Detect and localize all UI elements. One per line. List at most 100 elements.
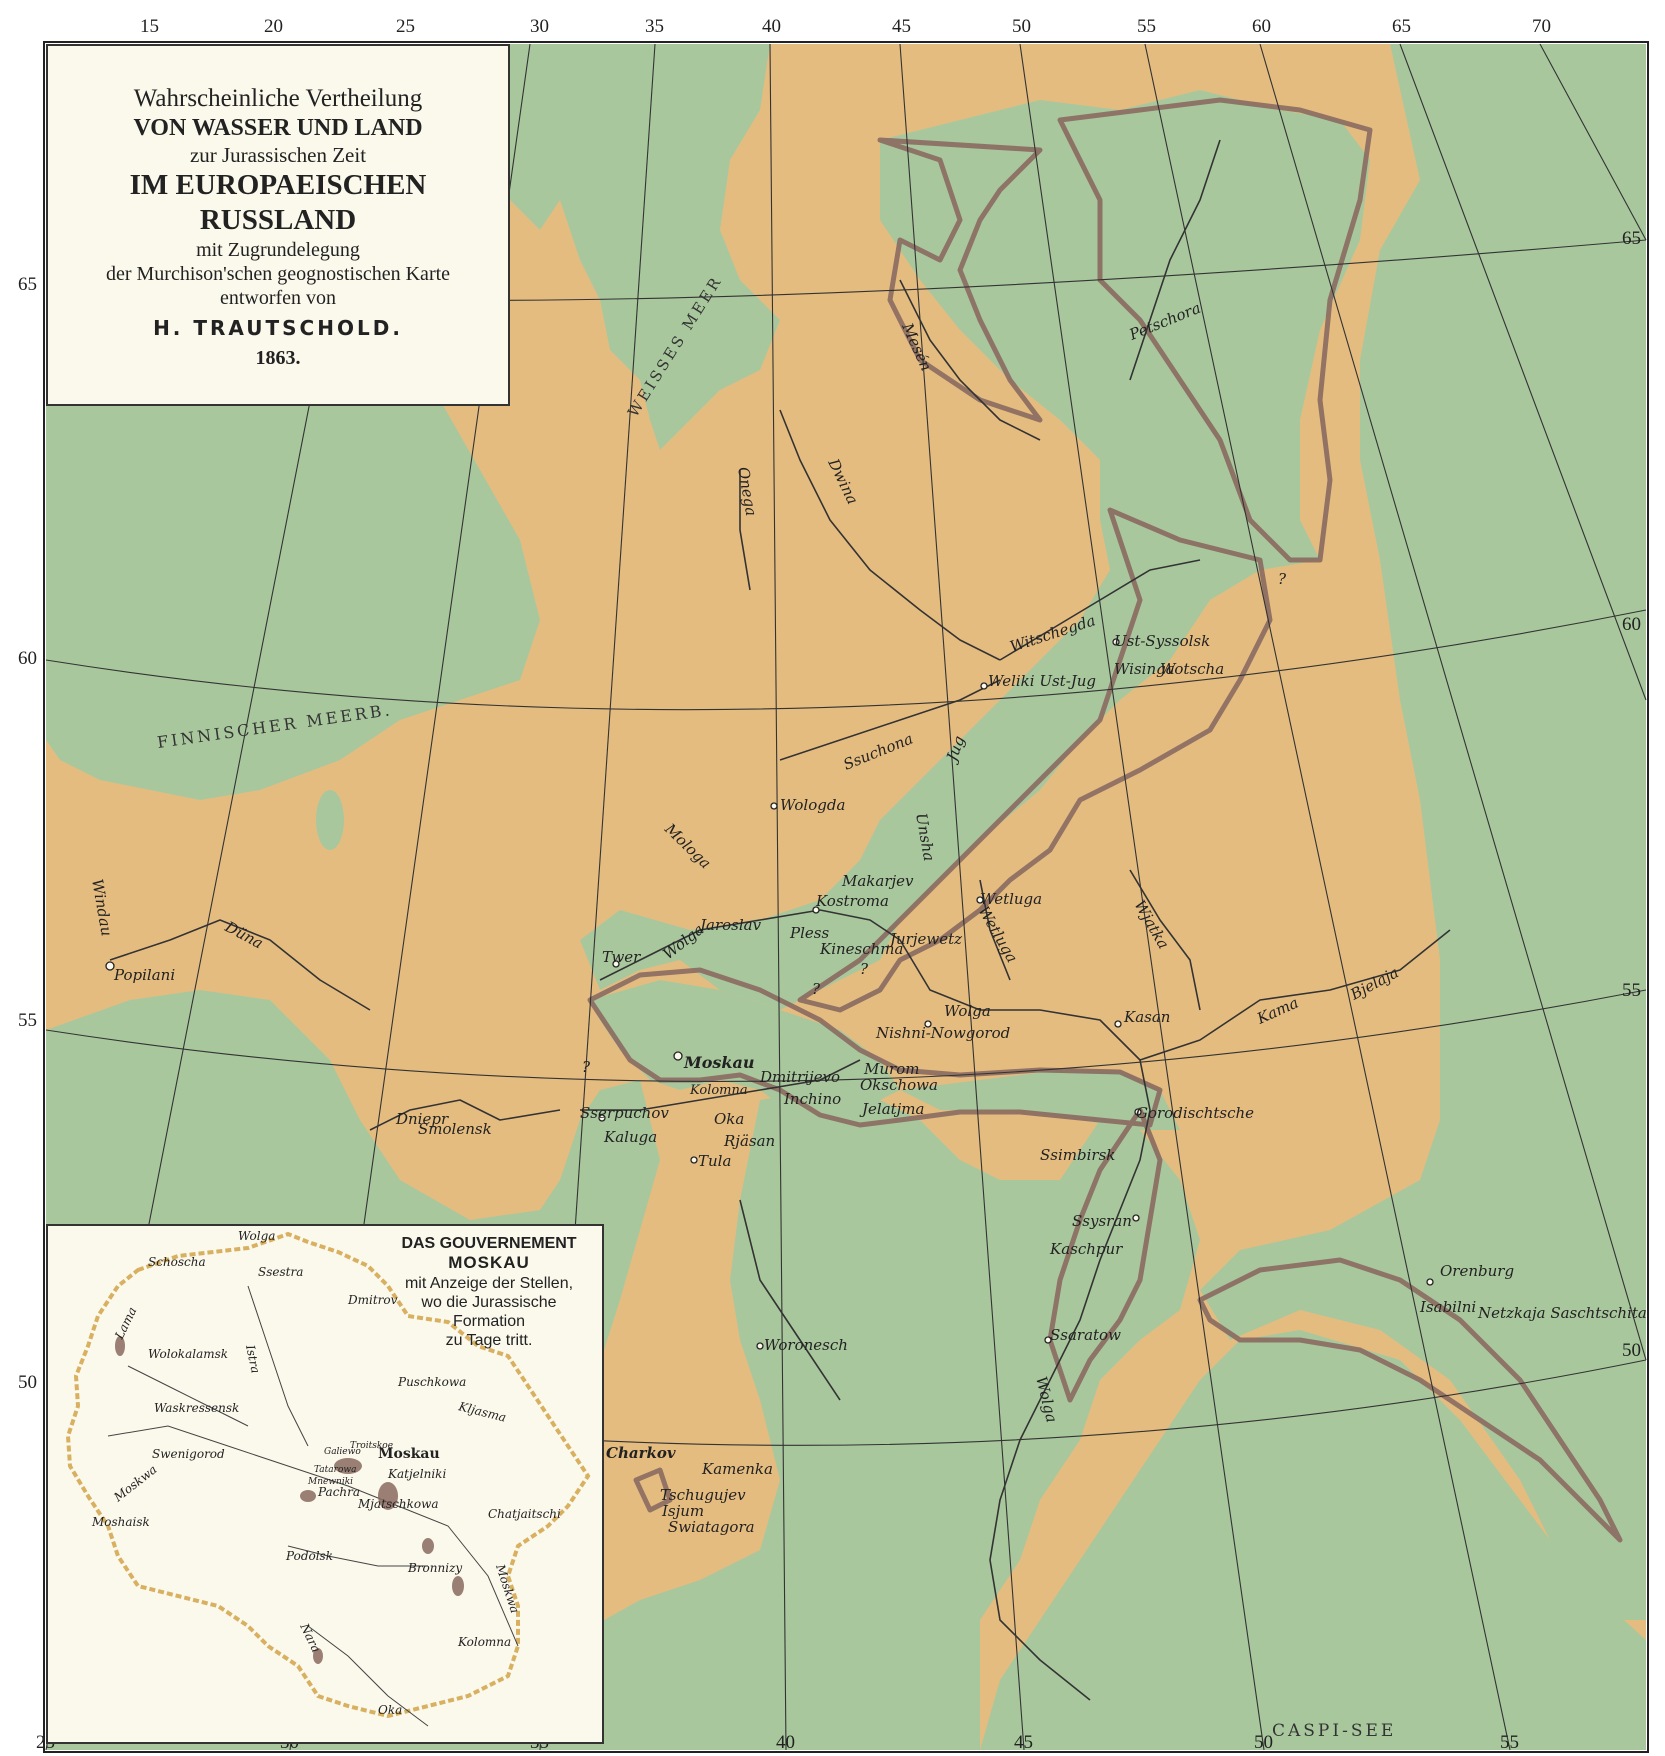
inset-rivers xyxy=(107,1285,519,1727)
border-volga-south xyxy=(1047,1107,1163,1403)
inset-spot xyxy=(422,1538,434,1554)
parallel-55 xyxy=(45,989,1647,1082)
city-label: Wetluga xyxy=(980,890,1042,908)
inset-river xyxy=(127,1365,249,1427)
city-label: Jaroslav xyxy=(697,916,762,934)
city-label: Kolomna xyxy=(689,1083,748,1098)
inset-river xyxy=(107,1425,519,1647)
lon-top-label: 40 xyxy=(762,16,781,37)
title-line-5: mit Zugrundelegung xyxy=(196,238,360,261)
city-label: Kostroma xyxy=(815,892,889,910)
inset-label: Mnewniki xyxy=(307,1477,353,1487)
river-dniepr xyxy=(369,1099,561,1131)
inset-spot xyxy=(378,1482,398,1510)
question-mark: ? xyxy=(860,960,869,978)
river-oka xyxy=(580,1059,861,1111)
title-line-2: VON WASSER UND LAND xyxy=(133,115,423,141)
inset-label: Katjelniki xyxy=(387,1467,446,1481)
city-label: Ssaratow xyxy=(1050,1326,1121,1344)
lon-bottom-label: 55 xyxy=(1500,1732,1519,1753)
lat-left-label: 65 xyxy=(18,274,37,295)
rivers xyxy=(109,139,1451,1701)
inset-label: Mjatschkowa xyxy=(357,1497,439,1511)
city-label: Gorodischtsche xyxy=(1136,1104,1254,1122)
inset-spot xyxy=(300,1490,316,1502)
city-label: Netzkaja Saschtschita xyxy=(1477,1304,1647,1322)
city-label: Orenburg xyxy=(1440,1262,1514,1280)
city-label: Charkov xyxy=(606,1444,676,1462)
inset-label: Troitskoe xyxy=(350,1441,393,1451)
meridian-60 xyxy=(1259,43,1647,1361)
river-duena xyxy=(109,919,371,1011)
city-label: Woronesch xyxy=(764,1336,848,1354)
inset-label: Chatjaitschi xyxy=(488,1507,561,1521)
city-label: Kaluga xyxy=(603,1128,657,1146)
city-dot xyxy=(812,906,820,914)
uncertain-markers: ? ? ? ? xyxy=(582,570,1287,1076)
city-label: Isjum xyxy=(661,1502,704,1520)
inset-title-line-1: DAS GOUVERNEMENT xyxy=(401,1235,577,1252)
water-moscow-basin xyxy=(590,980,900,1120)
inset-spot xyxy=(334,1458,362,1474)
city-label: Okschowa xyxy=(860,1076,938,1094)
inset-label: Moskau xyxy=(378,1446,440,1462)
city-dot xyxy=(756,1342,764,1350)
lat-right-label: 55 xyxy=(1622,980,1641,1001)
city-label: Isabilni xyxy=(1419,1298,1476,1316)
border-kamenka xyxy=(633,1467,673,1513)
border-ural-south xyxy=(1197,1257,1623,1543)
lon-top-label: 30 xyxy=(530,16,549,37)
lon-top-label: 45 xyxy=(892,16,911,37)
inset-label: Schoscha xyxy=(148,1255,206,1269)
lake xyxy=(316,790,344,850)
sea-label-caspian: CASPI-SEE xyxy=(1272,1721,1396,1741)
city-label: Jelatjma xyxy=(859,1100,924,1118)
city-dot xyxy=(770,802,778,810)
city-label: Ust-Syssolsk xyxy=(1114,632,1210,650)
city-dot xyxy=(1044,1336,1052,1344)
inset-label: Podolsk xyxy=(285,1549,333,1563)
river-petschora xyxy=(1129,139,1221,381)
river-don xyxy=(739,1199,841,1401)
city-label: Kasan xyxy=(1123,1008,1170,1026)
inset-label: Swenigorod xyxy=(152,1447,225,1461)
inset-title-line-4: wo die Jurassische xyxy=(421,1293,557,1311)
lon-top-label: 65 xyxy=(1392,16,1411,37)
city-label: Nishni-Nowgorod xyxy=(875,1024,1010,1042)
inset-label: Wolokalamsk xyxy=(148,1347,228,1361)
city-label: Wisinga xyxy=(1114,660,1175,678)
inset-label: Tatarowa xyxy=(314,1465,356,1475)
city-dot xyxy=(673,1051,683,1061)
question-mark: ? xyxy=(812,980,821,998)
water-southeast xyxy=(980,1330,1646,1750)
city-label: Wologda xyxy=(780,796,845,814)
city-dot xyxy=(1134,1108,1142,1116)
water-north-coast xyxy=(510,44,560,230)
city-dot xyxy=(690,1156,698,1164)
moscow-inset: Wolga Schoscha Lama Ssestra Dmitrov Istr… xyxy=(46,1224,604,1744)
city-dot xyxy=(980,682,988,690)
city-label: Kineschma xyxy=(819,940,903,958)
city-label: Murom xyxy=(863,1060,919,1078)
lat-left-label: 50 xyxy=(18,1372,37,1393)
title-line-3: zur Jurassischen Zeit xyxy=(189,142,367,167)
city-dot xyxy=(105,961,115,971)
city-label: Dmitrijevo xyxy=(759,1068,840,1086)
city-label: Sserpuchov xyxy=(580,1104,669,1122)
city-label: Smolensk xyxy=(418,1120,492,1138)
inset-river xyxy=(307,1625,429,1727)
lat-left-label: 60 xyxy=(18,648,37,669)
meridian-40 xyxy=(769,43,787,1751)
inset-label: Dmitrov xyxy=(347,1293,398,1307)
city-dot xyxy=(612,960,620,968)
title-line-1: Wahrscheinliche Vertheilung xyxy=(133,85,423,112)
inset-spot xyxy=(115,1336,125,1356)
inset-title-line-2: MOSKAU xyxy=(448,1253,530,1273)
inset-label: Galiewo xyxy=(324,1447,361,1457)
inset-title-line-5: Formation xyxy=(452,1312,526,1330)
border-volga xyxy=(797,507,1273,1013)
inset-jurassic-spots xyxy=(115,1336,464,1664)
inset-map: Wolga Schoscha Lama Ssestra Dmitrov Istr… xyxy=(65,1229,591,1727)
city-label: Ssysran xyxy=(1072,1212,1132,1230)
formation-borders xyxy=(587,97,1623,1543)
